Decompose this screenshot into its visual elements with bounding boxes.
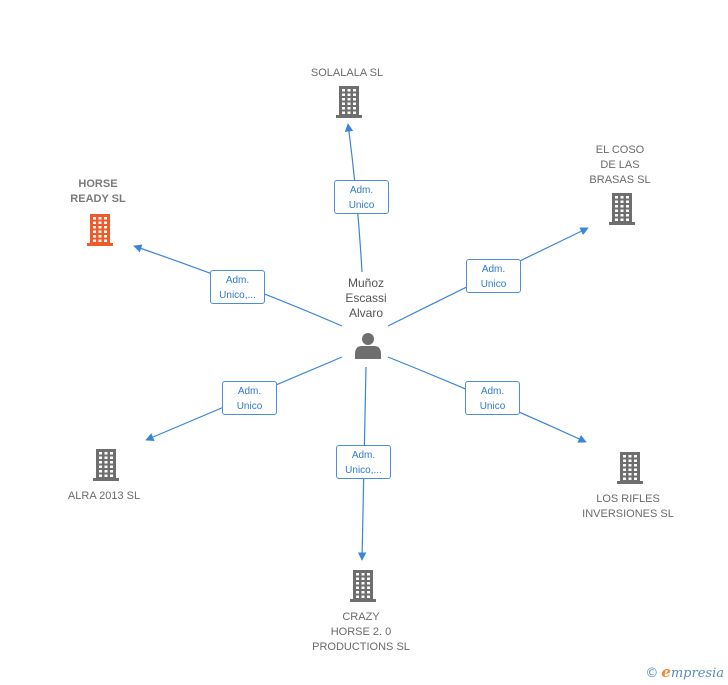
edge-label-los-rifles[interactable]: Adm. Unico (465, 381, 520, 415)
building-icon-el-coso[interactable] (609, 193, 635, 225)
building-icon-crazy-horse[interactable] (350, 570, 376, 602)
building-icon-los-rifles[interactable] (617, 452, 643, 484)
company-label-alra[interactable]: ALRA 2013 SL (67, 490, 141, 502)
edge-label-crazy-horse[interactable]: Adm. Unico,... (336, 445, 391, 479)
building-icon-alra[interactable] (93, 449, 119, 481)
copyright-icon: © (645, 666, 659, 681)
edge-label-alra[interactable]: Adm. Unico (222, 381, 277, 415)
building-icon-solalala[interactable] (336, 86, 362, 118)
brand-logo-text: mpresia (670, 666, 724, 681)
edge-label-horse-ready[interactable]: Adm. Unico,... (210, 270, 265, 304)
company-label-crazy-horse[interactable]: CRAZY HORSE 2. 0 PRODUCTIONS SL (312, 611, 410, 653)
edge-label-el-coso[interactable]: Adm. Unico (466, 259, 521, 293)
company-label-los-rifles[interactable]: LOS RIFLES INVERSIONES SL (582, 493, 674, 520)
person-icon[interactable] (355, 333, 381, 359)
company-label-el-coso[interactable]: EL COSO DE LAS BRASAS SL (589, 144, 651, 186)
center-person-label: Muñoz Escassi Alvaro (345, 276, 387, 320)
company-label-solalala[interactable]: SOLALALA SL (310, 67, 384, 79)
brand-footer: ©empresia (645, 663, 724, 681)
company-label-horse-ready[interactable]: HORSE READY SL (70, 178, 126, 205)
building-icon-horse-ready[interactable] (87, 214, 113, 246)
edge-label-solalala[interactable]: Adm. Unico (334, 180, 389, 214)
brand-logo-initial: e (661, 663, 671, 681)
